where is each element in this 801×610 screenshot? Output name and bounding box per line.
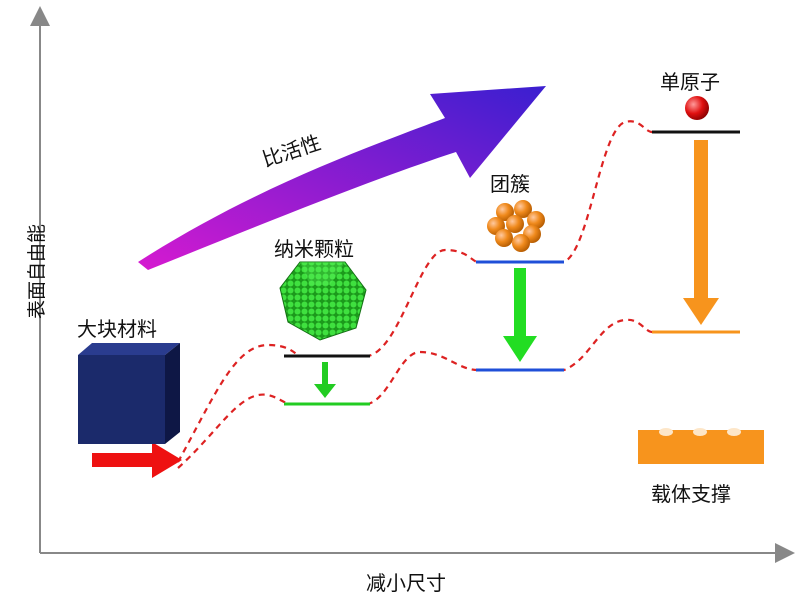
support-label: 载体支撑 <box>651 482 731 506</box>
entry-arrow <box>92 442 182 478</box>
specific-activity-arrow <box>138 86 546 270</box>
upper-energy-curve <box>177 120 740 463</box>
y-axis-label: 表面自由能 <box>26 223 49 320</box>
support-block-icon <box>638 428 764 464</box>
x-axis-label: 减小尺寸 <box>366 571 446 595</box>
nanoparticle-down-arrow <box>314 362 336 398</box>
cluster-icon <box>487 200 545 252</box>
cluster-label: 团簇 <box>490 172 530 196</box>
lower-energy-curve <box>177 318 740 469</box>
cluster-down-arrow <box>503 268 537 362</box>
axes <box>30 6 795 563</box>
nanoparticle-icon <box>279 261 367 341</box>
bulk-cube-icon <box>78 343 180 444</box>
single-atom-icon <box>685 96 709 120</box>
single-atom-down-arrow <box>683 140 719 325</box>
single-atom-label: 单原子 <box>660 70 720 94</box>
bulk-label: 大块材料 <box>77 317 157 341</box>
nanoparticle-label: 纳米颗粒 <box>274 237 354 261</box>
